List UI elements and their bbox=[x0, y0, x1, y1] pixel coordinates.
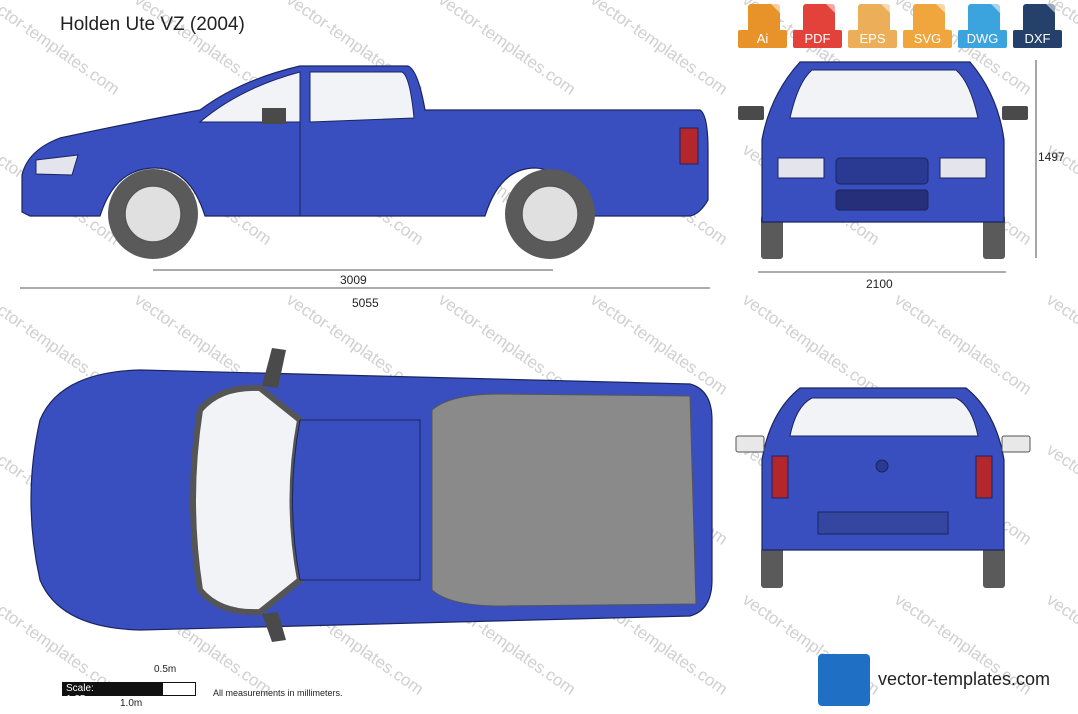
top-windshield bbox=[190, 384, 304, 616]
rear-left-mirror bbox=[735, 435, 765, 453]
rear-badge bbox=[875, 459, 889, 473]
front-view bbox=[738, 60, 1037, 273]
side-body bbox=[21, 65, 709, 217]
top-right-mirror bbox=[262, 612, 286, 642]
pdf-file-icon[interactable]: PDF bbox=[793, 4, 842, 50]
ai-label: Ai bbox=[738, 30, 787, 48]
top-left-mirror bbox=[262, 348, 286, 388]
front-grille bbox=[835, 157, 929, 185]
front-left-headlight bbox=[777, 157, 825, 179]
side-rear-window bbox=[309, 71, 415, 123]
measurement-note: All measurements in millimeters. bbox=[213, 688, 343, 698]
svg-file-icon[interactable]: SVG bbox=[903, 4, 952, 50]
eps-file-icon[interactable]: EPS bbox=[848, 4, 897, 50]
side-view bbox=[20, 65, 710, 289]
height-label: 1497 bbox=[1038, 150, 1065, 164]
rear-left-taillight bbox=[771, 455, 789, 499]
rear-window bbox=[789, 397, 979, 437]
rear-left-tyre bbox=[761, 548, 783, 588]
side-rear-rim bbox=[521, 185, 579, 243]
rear-right-taillight bbox=[975, 455, 993, 499]
length-label: 5055 bbox=[352, 296, 379, 310]
page-title: Holden Ute VZ (2004) bbox=[60, 14, 245, 35]
side-headlight bbox=[35, 154, 79, 176]
scale-meter: 1.0m bbox=[120, 698, 143, 709]
rear-right-mirror bbox=[1001, 435, 1031, 453]
dwg-label: DWG bbox=[958, 30, 1007, 48]
vt-logo-icon[interactable] bbox=[818, 654, 870, 706]
scale-ratio: Scale: 1:25 bbox=[66, 683, 94, 705]
dxf-file-icon[interactable]: DXF bbox=[1013, 4, 1062, 50]
svg-label: SVG bbox=[903, 30, 952, 48]
front-left-tyre bbox=[761, 215, 783, 259]
front-right-tyre bbox=[983, 215, 1005, 259]
side-mirror bbox=[262, 108, 286, 124]
top-bed bbox=[431, 393, 697, 607]
top-view bbox=[30, 348, 713, 642]
wheelbase-label: 3009 bbox=[340, 273, 367, 287]
pdf-label: PDF bbox=[793, 30, 842, 48]
dxf-label: DXF bbox=[1013, 30, 1062, 48]
width-label: 2100 bbox=[866, 277, 893, 291]
ai-file-icon[interactable]: Ai bbox=[738, 4, 787, 50]
scale-white-segment bbox=[162, 682, 196, 696]
side-taillight bbox=[679, 127, 699, 165]
front-lower-grille bbox=[835, 189, 929, 211]
scale-half-meter: 0.5m bbox=[154, 664, 177, 675]
rear-right-tyre bbox=[983, 548, 1005, 588]
side-front-rim bbox=[124, 185, 182, 243]
front-right-mirror bbox=[1002, 106, 1028, 120]
rear-bumper bbox=[817, 511, 949, 535]
rear-view bbox=[735, 387, 1031, 588]
front-right-headlight bbox=[939, 157, 987, 179]
top-roof bbox=[292, 419, 421, 581]
brand-site-link[interactable]: vector-templates.com bbox=[878, 669, 1051, 689]
format-icons: Ai PDF EPS SVG DWG DXF bbox=[738, 4, 1062, 50]
front-left-mirror bbox=[738, 106, 764, 120]
dwg-file-icon[interactable]: DWG bbox=[958, 4, 1007, 50]
eps-label: EPS bbox=[848, 30, 897, 48]
front-windshield bbox=[789, 69, 979, 119]
